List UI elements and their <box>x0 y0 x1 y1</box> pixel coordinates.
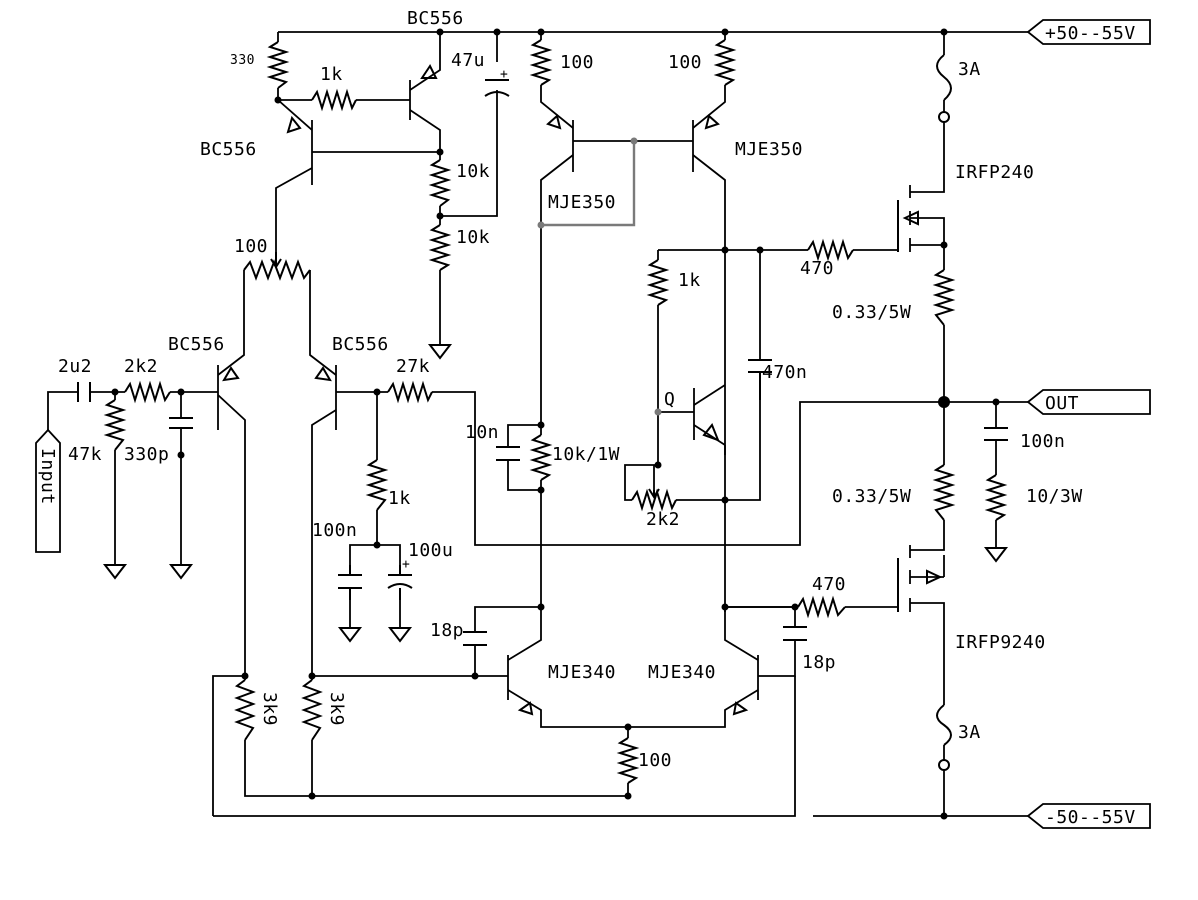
c47u-plus: + <box>500 67 508 82</box>
capacitors <box>77 79 1008 646</box>
fuse-bottom-label: 3A <box>958 722 981 743</box>
c10n-label: 10n <box>465 422 499 443</box>
c330p-label: 330p <box>124 444 169 465</box>
fuse-top <box>936 54 952 101</box>
c47u-label: 47u <box>451 50 485 71</box>
r330-label: 330 <box>230 53 255 68</box>
r1k-top-label: 1k <box>320 64 343 85</box>
out-port <box>1026 389 1151 415</box>
r033-top-label: 0.33/5W <box>832 302 911 323</box>
bias-link-wire <box>541 141 636 227</box>
bc556-mid-label: BC556 <box>200 139 257 160</box>
input-port <box>35 428 61 553</box>
r10-3w-label: 10/3W <box>1026 486 1083 507</box>
bc556-left-label: BC556 <box>168 334 225 355</box>
bc556-right-label: BC556 <box>332 334 389 355</box>
c100u-plus: + <box>402 557 410 572</box>
fuse-bottom <box>936 704 952 746</box>
r033-bottom-label: 0.33/5W <box>832 486 911 507</box>
c2u2-label: 2u2 <box>58 356 92 377</box>
node-q-label: Q <box>664 389 675 410</box>
vplus-port <box>1026 19 1151 45</box>
mje350-left-label: MJE350 <box>548 192 616 213</box>
vminus-port <box>1026 803 1151 829</box>
input-label: Input <box>37 448 58 505</box>
c470n-label: 470n <box>762 362 807 383</box>
mje340-left-label: MJE340 <box>548 662 616 683</box>
c100n-out-label: 100n <box>1020 431 1065 452</box>
c18p-right-label: 18p <box>802 652 836 673</box>
c100n-fb-label: 100n <box>312 520 357 541</box>
r3k9-a-label: 3k9 <box>259 692 280 726</box>
trim100-wiper <box>270 252 282 269</box>
resistors <box>103 39 1008 784</box>
r47k-label: 47k <box>68 444 102 465</box>
c100u-label: 100u <box>408 540 453 561</box>
r100-tail-label: 100 <box>638 750 672 771</box>
irfp240-label: IRFP240 <box>955 162 1034 183</box>
junction-dots <box>111 28 1000 820</box>
r470-top-label: 470 <box>800 258 834 279</box>
r100-e2-label: 100 <box>668 52 702 73</box>
transistor-arrows <box>222 64 943 716</box>
trim2k2-label: 2k2 <box>646 509 680 530</box>
trim2k2-wiper <box>648 488 660 499</box>
value-labels: 330 1k 47u 10k 10k 100 100 100 3A 3A 470… <box>58 50 1083 771</box>
r27k-label: 27k <box>396 356 430 377</box>
r100-e1-label: 100 <box>560 52 594 73</box>
trim100-label: 100 <box>234 236 268 257</box>
mje350-right-label: MJE350 <box>735 139 803 160</box>
vplus-label: +50--55V <box>1045 23 1136 44</box>
c18p-left-label: 18p <box>430 620 464 641</box>
r1k-fb-label: 1k <box>388 488 411 509</box>
fuse-bottom-end <box>938 759 950 771</box>
wires <box>47 31 1028 817</box>
r10k-a-label: 10k <box>456 161 490 182</box>
r3k9-b-label: 3k9 <box>326 692 347 726</box>
part-labels: BC556 BC556 BC556 BC556 MJE350 MJE350 MJ… <box>168 8 1046 683</box>
vminus-label: -50--55V <box>1045 807 1136 828</box>
out-label: OUT <box>1045 393 1079 414</box>
r2k2-label: 2k2 <box>124 356 158 377</box>
irfp9240-label: IRFP9240 <box>955 632 1046 653</box>
r470-bottom-label: 470 <box>812 574 846 595</box>
r10k-b-label: 10k <box>456 227 490 248</box>
r1k-vbe-label: 1k <box>678 270 701 291</box>
fuse-top-end <box>938 111 950 123</box>
ground-symbols <box>102 344 1009 643</box>
mje340-right-label: MJE340 <box>648 662 716 683</box>
r10k1w-label: 10k/1W <box>552 444 620 465</box>
fuse-top-label: 3A <box>958 59 981 80</box>
bc556-top-label: BC556 <box>407 8 464 29</box>
